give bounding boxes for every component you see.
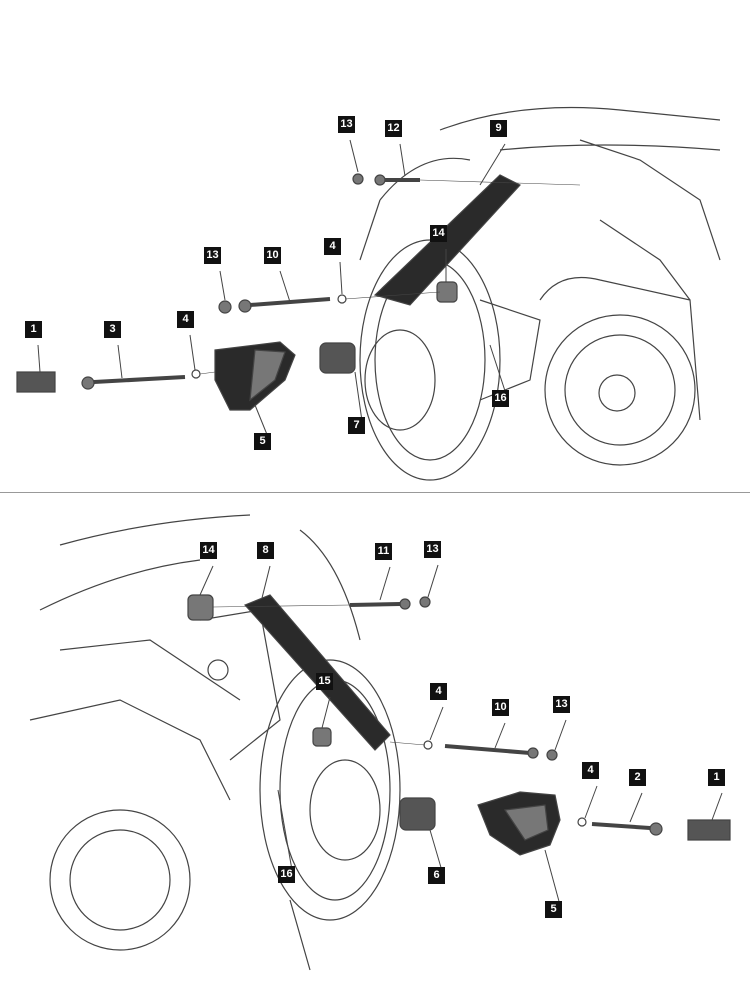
callout-label: 13 <box>338 116 355 133</box>
callout-label: 13 <box>553 696 570 713</box>
callout-label: 16 <box>278 866 295 883</box>
callout-label: 5 <box>254 433 271 450</box>
callout-label: 15 <box>316 673 333 690</box>
callout-label: 13 <box>424 541 441 558</box>
callout-label: 11 <box>375 543 392 560</box>
callout-label: 12 <box>385 120 402 137</box>
callout-label: 14 <box>430 225 447 242</box>
bracket-8 <box>243 594 391 751</box>
callout-label: 5 <box>545 901 562 918</box>
callout-label: 13 <box>204 247 221 264</box>
callout-label: 1 <box>25 321 42 338</box>
end-cap-1-bottom <box>687 819 731 841</box>
callout-label: 14 <box>200 542 217 559</box>
view-divider <box>0 492 750 493</box>
callout-label: 16 <box>492 390 509 407</box>
callout-label: 10 <box>264 247 281 264</box>
bottom-motorcycle-outline <box>29 514 401 971</box>
spacer-7 <box>319 342 356 374</box>
bracket-9 <box>373 174 521 306</box>
callout-label: 7 <box>348 417 365 434</box>
callout-label: 1 <box>708 769 725 786</box>
callout-label: 4 <box>324 238 341 255</box>
callout-label: 10 <box>492 699 509 716</box>
spacer-15 <box>312 727 332 747</box>
callout-label: 4 <box>430 683 447 700</box>
callout-label: 2 <box>629 769 646 786</box>
callout-label: 4 <box>177 311 194 328</box>
spacer-14-bottom <box>187 594 214 621</box>
callout-label: 3 <box>104 321 121 338</box>
callout-label: 9 <box>490 120 507 137</box>
end-cap-1-top <box>16 371 56 393</box>
callout-label: 6 <box>428 867 445 884</box>
spacer-6 <box>399 797 436 831</box>
callout-label: 8 <box>257 542 274 559</box>
callout-label: 4 <box>582 762 599 779</box>
